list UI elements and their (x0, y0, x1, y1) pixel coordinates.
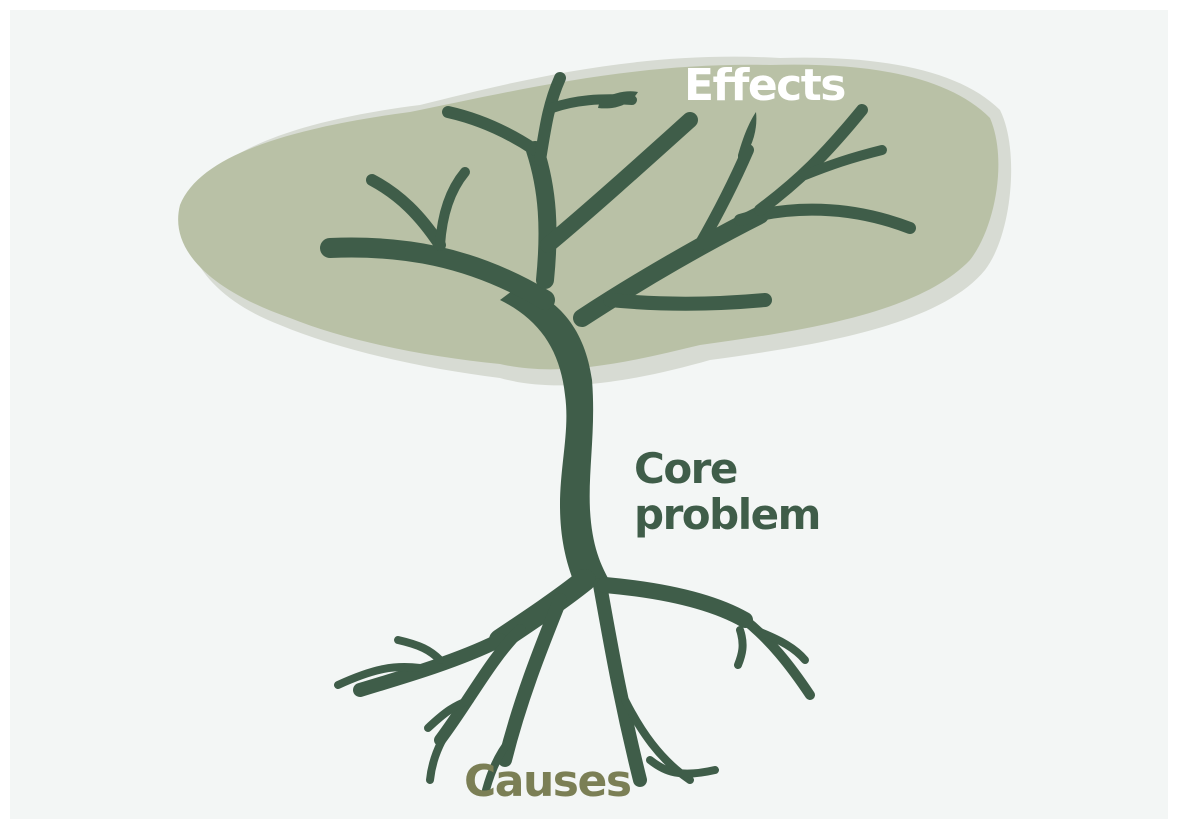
effects-label: Effects (684, 60, 845, 112)
causes-label: Causes (464, 756, 631, 808)
core-problem-label: Core problem (634, 446, 820, 538)
core-problem-line-1: Core (634, 446, 820, 492)
core-problem-line-2: problem (634, 492, 820, 538)
